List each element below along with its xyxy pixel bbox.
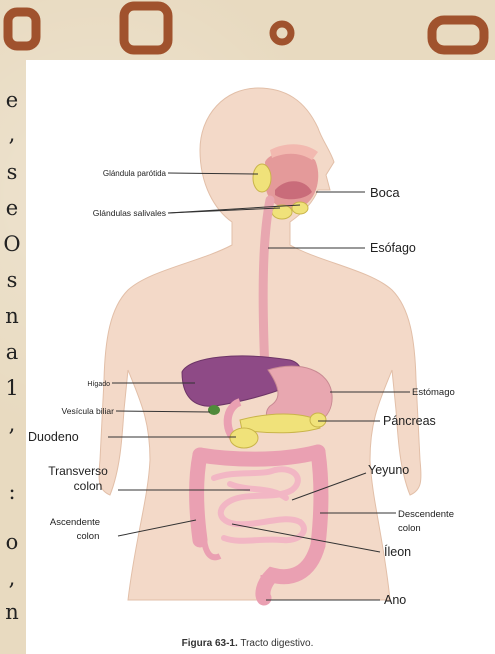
pancreas-head (230, 428, 258, 448)
label-anus: Ano (384, 593, 406, 607)
label-liver: Hígado (87, 381, 110, 388)
label-jejunum: Yeyuno (368, 463, 409, 477)
label-duodenum: Duodeno (28, 430, 79, 444)
label-pancreas: Páncreas (383, 414, 436, 428)
label-descending-1: Descendente (398, 509, 454, 520)
transverse-colon (200, 452, 318, 459)
descending-colon (318, 452, 321, 545)
label-salivary: Glándulas salivales (93, 208, 166, 218)
label-descending-2: colon (398, 523, 421, 534)
label-stomach: Estómago (412, 387, 455, 398)
pancreas-tail (310, 413, 326, 427)
label-transverse-2: colon (74, 479, 103, 493)
ascending-colon (197, 455, 200, 540)
label-parotid: Glándula parótida (103, 169, 167, 178)
label-ascending-1: Ascendente (50, 517, 100, 528)
figure-caption: Figura 63-1. Tracto digestivo. (0, 638, 495, 649)
caption-number: Figura 63-1. (182, 638, 238, 649)
parotid-gland (253, 164, 271, 192)
label-ascending-2: colon (77, 531, 100, 542)
sublingual-gland (292, 202, 308, 214)
label-gallbladder: Vesícula biliar (62, 406, 115, 416)
label-ileum: Íleon (384, 544, 411, 559)
submandibular-gland (272, 205, 292, 219)
label-transverse-1: Transverso (48, 464, 108, 478)
gallbladder-organ (208, 405, 220, 415)
caption-text: Tracto digestivo. (238, 638, 314, 649)
label-esophagus: Esófago (370, 241, 416, 255)
label-mouth: Boca (370, 185, 400, 200)
